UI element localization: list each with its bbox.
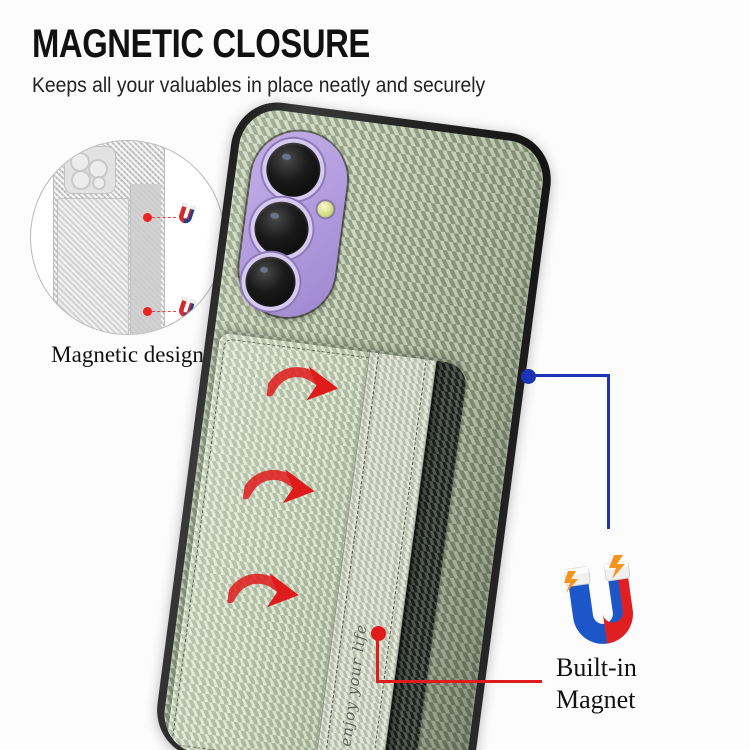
phone-case-body: enjoy your life xyxy=(141,96,567,750)
diagram-flash-icon xyxy=(92,176,106,190)
blue-callout-line-horizontal xyxy=(528,374,610,377)
page-subtitle: Keeps all your valuables in place neatly… xyxy=(32,74,486,97)
diagram-camera-module xyxy=(64,146,116,194)
diagram-lens-icon xyxy=(70,152,90,172)
camera-flash-icon xyxy=(316,200,335,219)
built-in-magnet-label: Built-in Magnet xyxy=(556,652,746,716)
page-title: MAGNETIC CLOSURE xyxy=(32,22,370,66)
closure-arrow-icon xyxy=(264,366,339,401)
embossed-slogan: enjoy your life xyxy=(336,622,371,748)
diagram-leader-line-top xyxy=(152,217,176,219)
diagram-phone-case xyxy=(53,141,165,334)
magnetic-design-diagram: Magnetic design xyxy=(30,140,225,367)
diagram-card-pocket xyxy=(57,198,129,334)
built-in-magnet-label-line2: Magnet xyxy=(556,685,636,714)
diagram-circle-frame xyxy=(30,140,225,335)
diagram-leader-line-bottom xyxy=(152,311,176,313)
closure-arrow-icon xyxy=(240,469,315,504)
blue-callout-line-vertical xyxy=(607,374,610,529)
case-back-panel: enjoy your life xyxy=(159,105,548,750)
built-in-magnet-label-line1: Built-in xyxy=(556,653,637,682)
horseshoe-magnet-icon xyxy=(564,555,633,644)
closure-arrow-icon xyxy=(225,573,299,608)
horseshoe-magnet-icon xyxy=(179,297,197,318)
phone-case-product-photo: enjoy your life xyxy=(151,96,648,750)
diagram-lens-icon xyxy=(71,170,91,190)
camera-lens-icon xyxy=(263,139,324,201)
diagram-magnet-marker-bottom xyxy=(143,307,152,316)
horseshoe-magnet-icon xyxy=(179,203,197,224)
diagram-magnet-marker-top xyxy=(143,213,152,222)
diagram-caption: Magnetic design xyxy=(51,342,204,367)
red-callout-line-horizontal xyxy=(376,680,542,683)
red-callout-line-vertical xyxy=(376,633,379,683)
camera-lens-icon xyxy=(251,198,312,260)
diagram-magnet-strip xyxy=(130,184,161,334)
